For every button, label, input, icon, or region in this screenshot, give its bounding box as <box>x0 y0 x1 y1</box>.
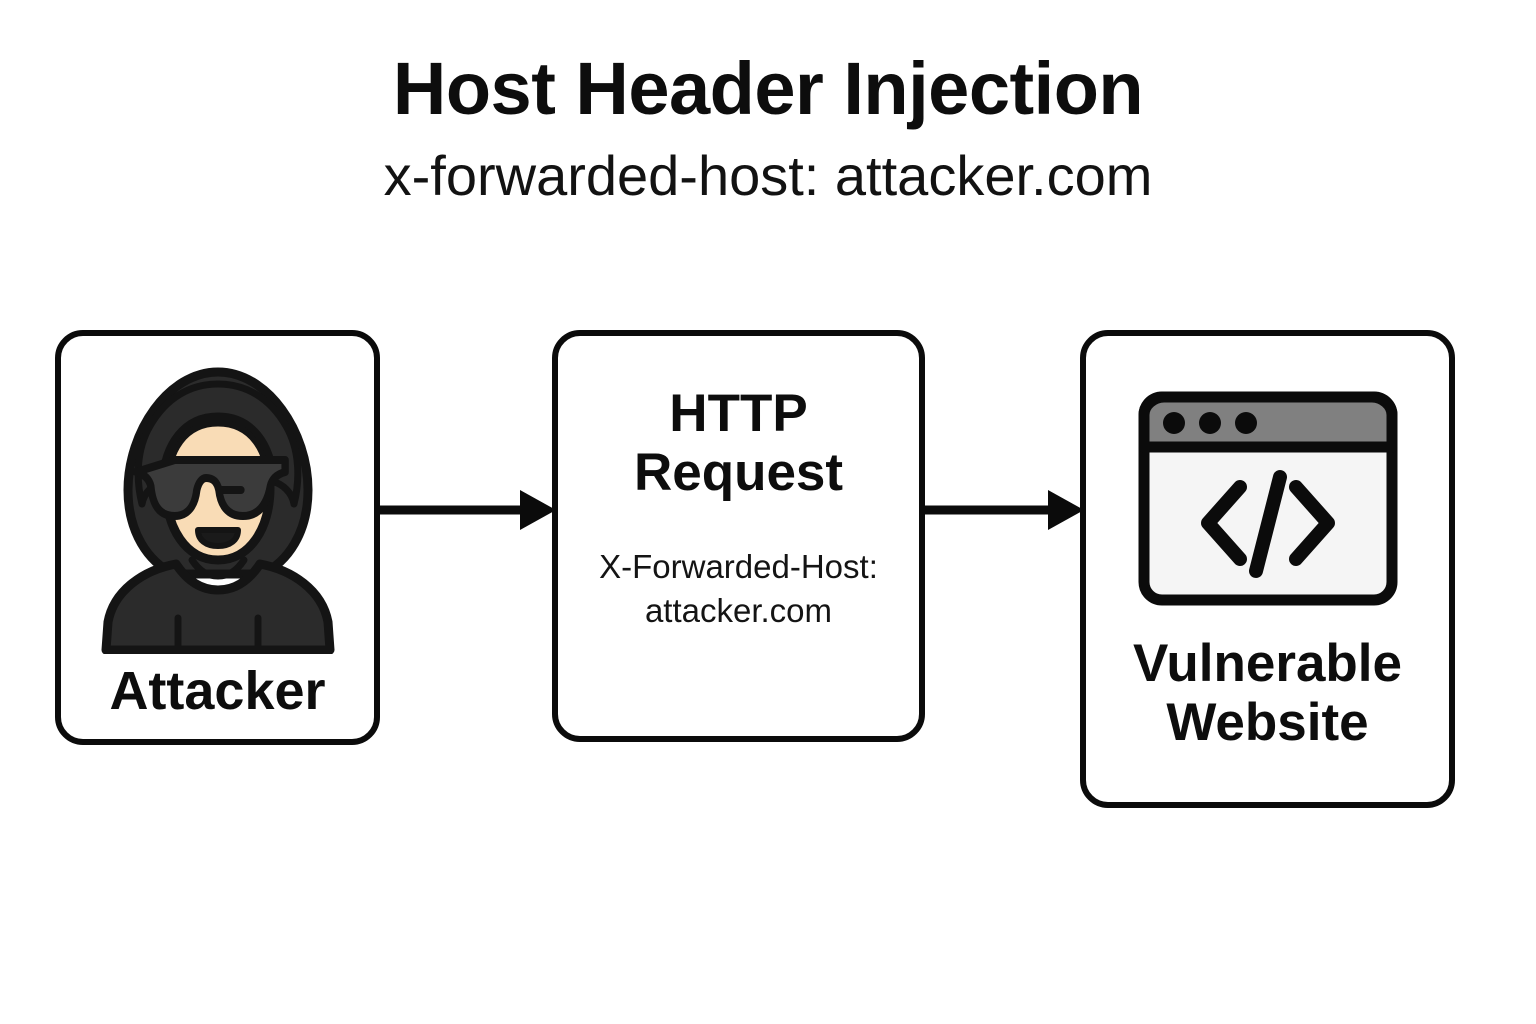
node-vulnerable-website[interactable]: Vulnerable Website <box>1080 330 1455 808</box>
node-attacker[interactable]: Attacker <box>55 330 380 745</box>
page-header: Host Header Injection x-forwarded-host: … <box>0 52 1536 204</box>
arrow-attacker-to-request <box>380 490 556 530</box>
website-label-line-1: Vulnerable <box>1132 634 1402 693</box>
browser-dot-2 <box>1198 412 1221 434</box>
node-http-request[interactable]: HTTP Request X-Forwarded-Host: attacker.… <box>552 330 925 742</box>
browser-dot-3 <box>1234 412 1257 434</box>
http-request-title-line-1: HTTP <box>669 384 808 443</box>
http-header-value: attacker.com <box>644 592 833 630</box>
hooded-attacker-icon <box>101 367 334 654</box>
browser-code-icon <box>1138 391 1397 606</box>
browser-dot-1 <box>1162 412 1185 434</box>
node-http-request-title: HTTP Request <box>634 384 843 503</box>
http-header-name: X-Forwarded-Host: <box>599 547 878 585</box>
page-title: Host Header Injection <box>392 47 1144 130</box>
node-http-request-header: X-Forwarded-Host: attacker.com <box>599 545 878 634</box>
page-subtitle: x-forwarded-host: attacker.com <box>383 144 1153 207</box>
sunglasses-icon <box>131 456 289 520</box>
node-vulnerable-website-label: Vulnerable Website <box>1133 634 1402 753</box>
node-attacker-label: Attacker <box>109 661 326 721</box>
http-request-title-line-2: Request <box>633 443 844 503</box>
arrow-request-to-website <box>925 490 1084 530</box>
code-glyph-icon <box>1200 470 1335 578</box>
website-label-line-2: Website <box>1166 693 1369 753</box>
